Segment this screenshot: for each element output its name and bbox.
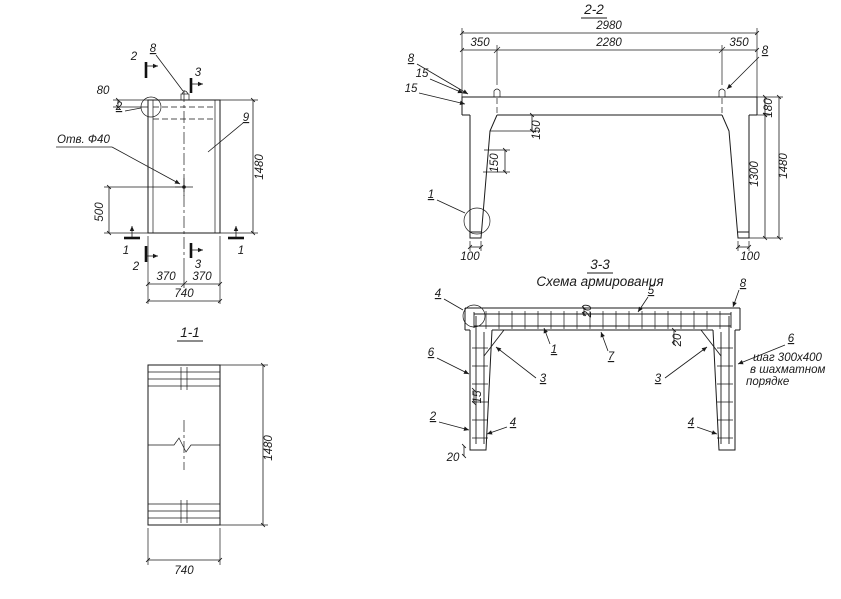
mark-4-bottom-left: 4 xyxy=(510,417,516,429)
note-line-2: в шахматном xyxy=(750,364,825,376)
dim-1480-s11: 1480 xyxy=(263,435,275,461)
cut-label-3-top: 3 xyxy=(195,67,202,79)
dim-150-a: 150 xyxy=(531,120,543,140)
dim-100-left: 100 xyxy=(460,251,480,263)
loop-right xyxy=(718,88,726,97)
mark-4-bottom-right: 4 xyxy=(688,417,694,429)
section-1-1-view: 1-1 1480 740 xyxy=(145,325,275,577)
dim-500: 500 xyxy=(94,202,106,222)
dim-350-left: 350 xyxy=(470,37,490,49)
dim-370-right: 370 xyxy=(192,271,212,283)
lifting-loop xyxy=(180,93,190,101)
mark-3-left: 3 xyxy=(540,373,547,385)
cut-label-1-right: 1 xyxy=(238,245,244,257)
dim-2980: 2980 xyxy=(595,20,622,32)
mark-6-left: 6 xyxy=(428,347,435,359)
cut-label-2-bottom: 2 xyxy=(132,261,140,273)
mark-9: 9 xyxy=(243,112,250,124)
dim-740-s11: 740 xyxy=(174,565,194,577)
dim-180: 180 xyxy=(763,98,775,118)
mark-7: 7 xyxy=(608,351,615,363)
dim-20-slab: 20 xyxy=(582,304,594,318)
note-line-1: шаг 300х400 xyxy=(753,352,823,364)
leg-stirrups-right xyxy=(717,347,733,439)
dim-150-b: 150 xyxy=(489,153,501,173)
break-line xyxy=(148,437,220,453)
dim-15-leg: 15 xyxy=(472,390,484,403)
loop-left xyxy=(493,88,501,97)
cut-label-3-bottom: 3 xyxy=(195,259,202,271)
mark-4-top: 4 xyxy=(435,288,441,300)
mark-1-s22: 1 xyxy=(428,189,434,201)
section-2-2-view: 2-2 2980 350 2280 350 8 8 15 15 15 xyxy=(405,2,790,263)
foot-detail-circle xyxy=(463,207,491,235)
node-label-2: 2 xyxy=(115,101,123,113)
dim-1480-plan: 1480 xyxy=(254,154,266,180)
mark-8-left: 8 xyxy=(408,53,415,65)
cut-label-1-left: 1 xyxy=(123,245,129,257)
dim-350-right: 350 xyxy=(729,37,749,49)
mark-8-s33: 8 xyxy=(740,278,747,290)
section-2-2-title: 2-2 xyxy=(583,2,604,17)
dim-2280: 2280 xyxy=(595,37,622,49)
dim-15-b: 15 xyxy=(405,83,418,95)
dim-80: 80 xyxy=(97,85,110,97)
dim-1480-s22: 1480 xyxy=(778,153,790,179)
section-2-2-outline xyxy=(461,96,758,239)
mark-1-s33: 1 xyxy=(551,344,557,356)
mark-8: 8 xyxy=(150,43,157,55)
section-3-3-title: 3-3 xyxy=(590,257,610,272)
dim-20-bottom: 20 xyxy=(446,452,460,464)
leg-stirrups-left xyxy=(472,347,488,439)
mark-5: 5 xyxy=(648,285,655,297)
section-3-3-outline xyxy=(464,307,741,451)
dim-15-a: 15 xyxy=(416,68,429,80)
mark-3-right: 3 xyxy=(655,373,662,385)
dim-100-right: 100 xyxy=(740,251,760,263)
cut-label-2-top: 2 xyxy=(130,51,138,63)
section-3-3-view: 3-3 Схема армирования 4 5 8 20 20 6 1 xyxy=(428,257,826,464)
slab-stirrups xyxy=(485,311,721,329)
dim-20-right: 20 xyxy=(672,333,684,347)
mark-8-right: 8 xyxy=(762,45,769,57)
hole-label: Отв. Ф40 xyxy=(57,134,110,146)
mark-6-right: 6 xyxy=(788,333,795,345)
section-3-3-subtitle: Схема армирования xyxy=(536,274,663,289)
section-1-1-title: 1-1 xyxy=(180,325,200,340)
note-line-3: порядке xyxy=(746,376,789,388)
plan-view: 8 2 3 2 9 Отв. Ф40 80 500 1480 370 370 7… xyxy=(56,43,266,304)
dim-1300: 1300 xyxy=(749,161,761,187)
dim-370-left: 370 xyxy=(156,271,176,283)
mark-2-s33: 2 xyxy=(429,411,437,423)
corner-detail-circle-s33 xyxy=(462,304,486,328)
dim-740-plan: 740 xyxy=(174,288,194,300)
